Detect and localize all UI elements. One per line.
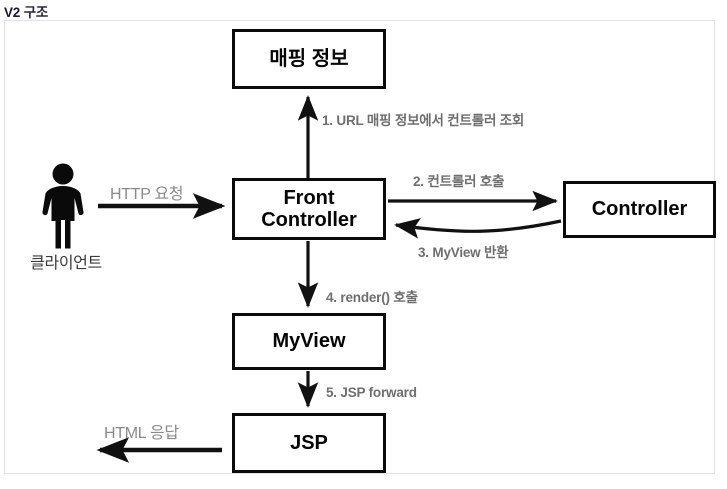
actor-client-label: 클라이언트	[30, 255, 102, 272]
node-myview[interactable]: MyView	[232, 313, 386, 370]
flow-label-step4: 4. render() 호출	[326, 290, 418, 305]
flow-label-html-response: HTML 응답	[104, 425, 179, 442]
flow-label-http-request: HTTP 요청	[110, 186, 184, 203]
page-title-suffix: 구조	[23, 5, 49, 20]
actor-client: 클라이언트	[25, 163, 105, 273]
arrow-controller-to-front	[394, 218, 562, 239]
node-front-controller[interactable]: Front Controller	[232, 178, 386, 240]
node-myview-label: MyView	[272, 330, 346, 353]
node-front-controller-line2: Controller	[261, 209, 357, 231]
node-jsp-label: JSP	[290, 431, 328, 454]
page-title-prefix: V2	[4, 5, 21, 20]
node-controller[interactable]: Controller	[563, 181, 716, 238]
node-controller-label: Controller	[591, 198, 688, 221]
node-front-controller-line1: Front	[283, 186, 335, 209]
diagram-frame	[4, 20, 715, 474]
flow-label-step1: 1. URL 매핑 정보에서 컨트롤러 조회	[322, 113, 525, 128]
node-mapping-info-label: 매핑 정보	[269, 47, 349, 70]
flow-label-step2: 2. 컨트롤러 호출	[413, 174, 505, 189]
node-front-controller-label: Front Controller	[261, 187, 357, 232]
flow-label-step3: 3. MyView 반환	[418, 245, 509, 260]
node-jsp[interactable]: JSP	[232, 413, 386, 473]
flow-label-step5: 5. JSP forward	[326, 385, 417, 400]
person-icon	[42, 163, 84, 249]
node-mapping-info[interactable]: 매핑 정보	[232, 29, 386, 89]
page-title: V2 구조	[4, 1, 48, 21]
